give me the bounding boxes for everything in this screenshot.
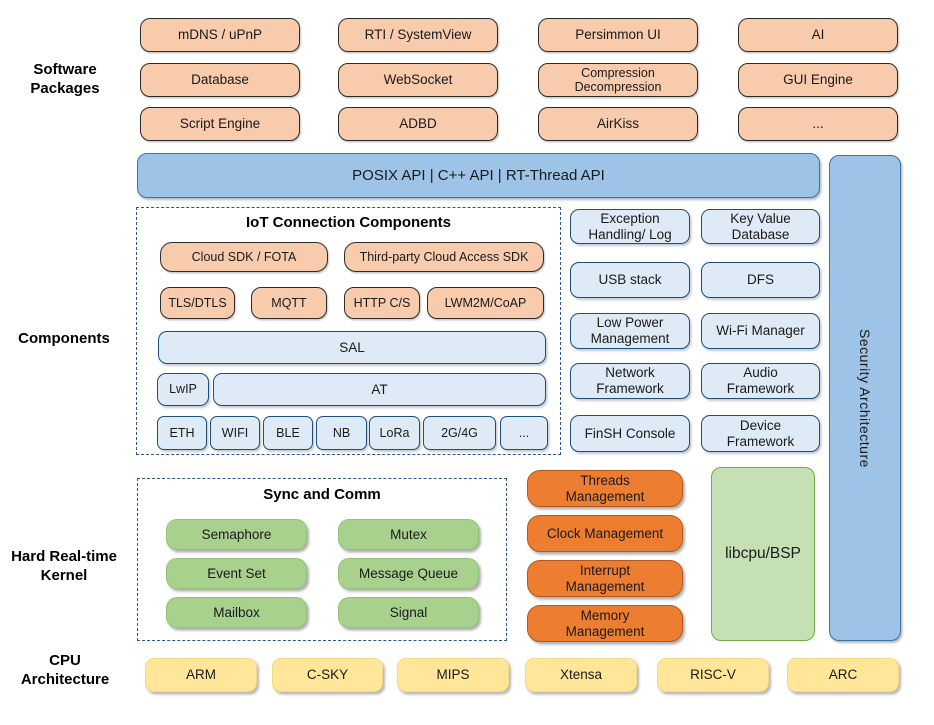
section-label-software-packages: Software Packages	[30, 61, 100, 97]
iot-third-party-sdk: Third-party Cloud Access SDK	[344, 242, 544, 272]
security-architecture-bar: Security Architecture	[829, 155, 901, 641]
iot-sal-layer: SAL	[158, 331, 546, 364]
component-usb-stack: USB stack	[570, 262, 690, 298]
package-ai: AI	[738, 18, 898, 52]
iot-link-wifi: WIFI	[210, 416, 260, 450]
iot-link-ble: BLE	[263, 416, 313, 450]
section-label-cpu: CPU Architecture	[20, 652, 110, 688]
cpu-arm: ARM	[145, 658, 257, 692]
iot-mqtt: MQTT	[251, 287, 327, 319]
section-label-kernel: Hard Real-time Kernel	[11, 548, 117, 584]
iot-link-lora: LoRa	[369, 416, 420, 450]
component-device-framework: Device Framework	[701, 415, 820, 452]
api-bar: POSIX API | C++ API | RT-Thread API	[137, 153, 820, 198]
section-label-components: Components	[18, 330, 110, 347]
package-rti-systemview: RTI / SystemView	[338, 18, 498, 52]
kernel-interrupt-management: Interrupt Management	[527, 560, 683, 597]
iot-link-more: ...	[500, 416, 548, 450]
kernel-event-set: Event Set	[166, 558, 307, 589]
package-database: Database	[140, 63, 300, 97]
iot-cloud-sdk-fota: Cloud SDK / FOTA	[160, 242, 328, 272]
iot-at-layer: AT	[213, 373, 546, 406]
component-finsh-console: FinSH Console	[570, 415, 690, 452]
cpu-mips: MIPS	[397, 658, 509, 692]
cpu-xtensa: Xtensa	[525, 658, 637, 692]
cpu-arc: ARC	[787, 658, 899, 692]
kernel-mailbox: Mailbox	[166, 597, 307, 628]
package-airkiss: AirKiss	[538, 107, 698, 141]
package-persimmon-ui: Persimmon UI	[538, 18, 698, 52]
component-exception-handling-log: Exception Handling/ Log	[570, 209, 690, 244]
cpu-c-sky: C-SKY	[272, 658, 383, 692]
kernel-semaphore: Semaphore	[166, 519, 307, 550]
component-key-value-database: Key Value Database	[701, 209, 820, 244]
iot-tls-dtls: TLS/DTLS	[160, 287, 235, 319]
sync-and-comm-group: Sync and Comm Semaphore Mutex Event Set …	[137, 478, 507, 641]
package-websocket: WebSocket	[338, 63, 498, 97]
sync-group-title: Sync and Comm	[263, 486, 381, 503]
kernel-mutex: Mutex	[338, 519, 479, 550]
component-network-framework: Network Framework	[570, 363, 690, 399]
package-gui-engine: GUI Engine	[738, 63, 898, 97]
package-mdns-upnp: mDNS / uPnP	[140, 18, 300, 52]
component-dfs: DFS	[701, 262, 820, 298]
kernel-message-queue: Message Queue	[338, 558, 479, 589]
component-wifi-manager: Wi-Fi Manager	[701, 313, 820, 349]
component-audio-framework: Audio Framework	[701, 363, 820, 399]
component-low-power-management: Low Power Management	[570, 313, 690, 349]
iot-link-eth: ETH	[157, 416, 207, 450]
package-script-engine: Script Engine	[140, 107, 300, 141]
iot-link-nb: NB	[316, 416, 367, 450]
iot-group-title: IoT Connection Components	[246, 214, 451, 231]
iot-connection-components-group: IoT Connection Components Cloud SDK / FO…	[136, 207, 561, 455]
iot-lwip: LwIP	[157, 373, 209, 406]
package-compression: Compression Decompression	[538, 63, 698, 97]
kernel-libcpu-bsp: libcpu/BSP	[711, 467, 815, 641]
iot-link-2g4g: 2G/4G	[423, 416, 496, 450]
package-adbd: ADBD	[338, 107, 498, 141]
kernel-memory-management: Memory Management	[527, 605, 683, 642]
iot-http-cs: HTTP C/S	[344, 287, 420, 319]
kernel-signal: Signal	[338, 597, 479, 628]
iot-lwm2m-coap: LWM2M/CoAP	[427, 287, 544, 319]
cpu-risc-v: RISC-V	[657, 658, 769, 692]
package-more: ...	[738, 107, 898, 141]
kernel-clock-management: Clock Management	[527, 515, 683, 552]
kernel-threads-management: Threads Management	[527, 470, 683, 507]
